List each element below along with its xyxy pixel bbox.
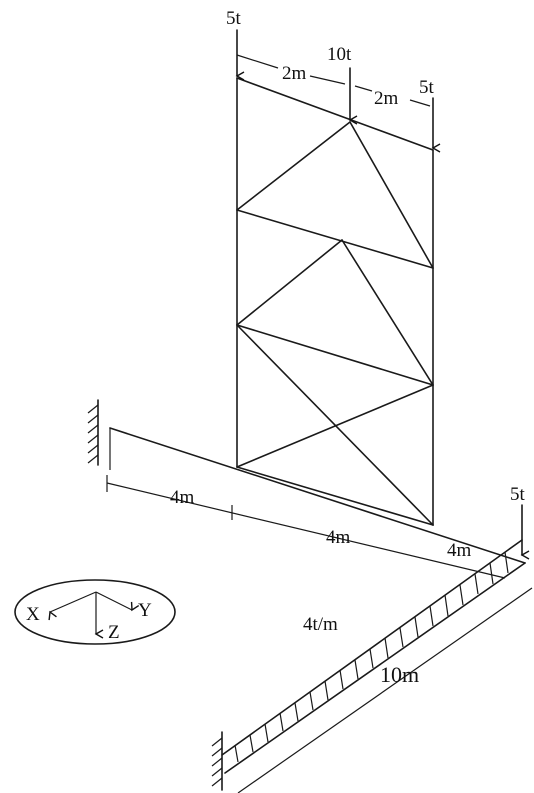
- load-label-beam-end: 5t: [510, 484, 526, 505]
- x-axis-label: X: [26, 604, 40, 625]
- diagonal: [236, 384, 434, 468]
- top-chord: [236, 77, 434, 151]
- cross-beam: [211, 539, 533, 793]
- beam-top-edge: [109, 427, 526, 564]
- labels: 5t 10t 5t 5t 4t/m 2m 2m 4m 4m 4m 10m: [170, 8, 526, 687]
- tower-frame: [236, 77, 434, 526]
- diagonal: [349, 121, 434, 269]
- fixed-support-hatch: [87, 404, 99, 464]
- cross-beam-dimension: [237, 587, 533, 793]
- dim-label-beam-seg-2: 4m: [326, 527, 351, 548]
- y-axis-label: Y: [138, 600, 152, 621]
- top-dim-right-a: [354, 85, 373, 92]
- diagonal: [236, 121, 351, 211]
- bottom-chord: [236, 466, 434, 526]
- beam-dimension-line: [106, 482, 506, 579]
- diagonal: [341, 239, 434, 386]
- dim-label-top-span-2: 2m: [374, 88, 399, 109]
- top-dim-left-b: [309, 75, 346, 85]
- load-arrows: [235, 29, 530, 560]
- load-label-top-left: 5t: [226, 8, 242, 29]
- top-dim-left-a: [236, 54, 279, 69]
- diagonal: [236, 324, 434, 526]
- chord-2: [236, 209, 434, 269]
- load-label-top-middle: 10t: [327, 44, 352, 65]
- dim-label-beam-seg-1: 4m: [170, 487, 195, 508]
- load-top-edge: [221, 539, 523, 756]
- dim-label-cross-beam: 10m: [380, 662, 419, 687]
- z-axis-label: Z: [108, 622, 120, 643]
- main-beam: [87, 399, 526, 579]
- load-label-top-right: 5t: [419, 77, 435, 98]
- axis-ellipse: [14, 579, 176, 645]
- diagonal: [236, 239, 343, 326]
- cross-beam-edge: [224, 562, 526, 774]
- dim-label-top-span-1: 2m: [282, 63, 307, 84]
- axis-legend: X Y Z: [14, 579, 176, 645]
- load-label-distributed: 4t/m: [303, 614, 338, 635]
- chord-3: [236, 324, 434, 386]
- top-dim-right-b: [409, 99, 431, 107]
- top-dimensions: [236, 54, 431, 107]
- fixed-support-bottom-hatch: [211, 737, 223, 787]
- y-axis-arrow: [95, 591, 140, 612]
- x-axis-arrow: [48, 591, 97, 621]
- distributed-load-hatch: [234, 551, 509, 763]
- dim-label-beam-seg-3: 4m: [447, 540, 472, 561]
